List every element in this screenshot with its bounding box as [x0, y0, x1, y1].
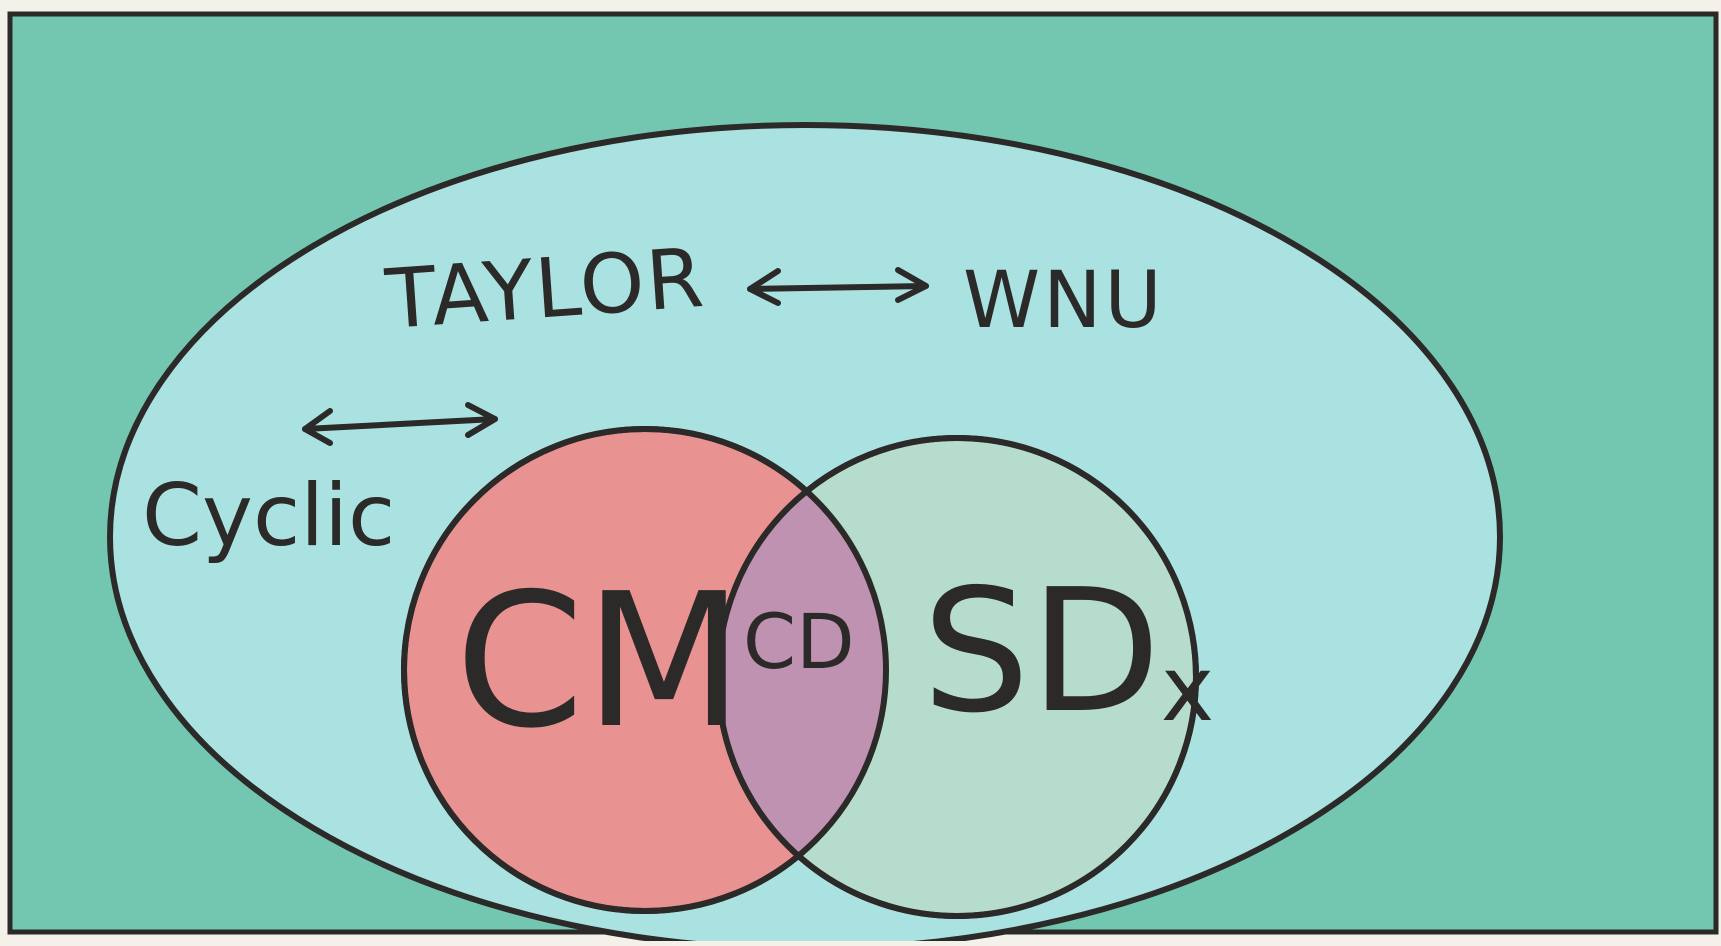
label-sdx-main: SD: [922, 553, 1161, 751]
label-taylor: TAYLOR: [382, 231, 709, 348]
label-cyclic: Cyclic: [142, 466, 395, 566]
cm-circle-outline: [401, 426, 889, 914]
label-cm: CM: [455, 553, 744, 769]
arrow-taylor-wnu: [747, 267, 929, 306]
label-sdx: SDx: [922, 553, 1214, 751]
arrow-cyclic-taylor: [302, 402, 498, 446]
cd-overlap: [718, 438, 886, 911]
sdx-circle-outline: [715, 435, 1199, 919]
label-sdx-sub: x: [1161, 637, 1214, 742]
label-cd: CD: [743, 597, 855, 686]
label-wnu: WNU: [963, 256, 1165, 346]
